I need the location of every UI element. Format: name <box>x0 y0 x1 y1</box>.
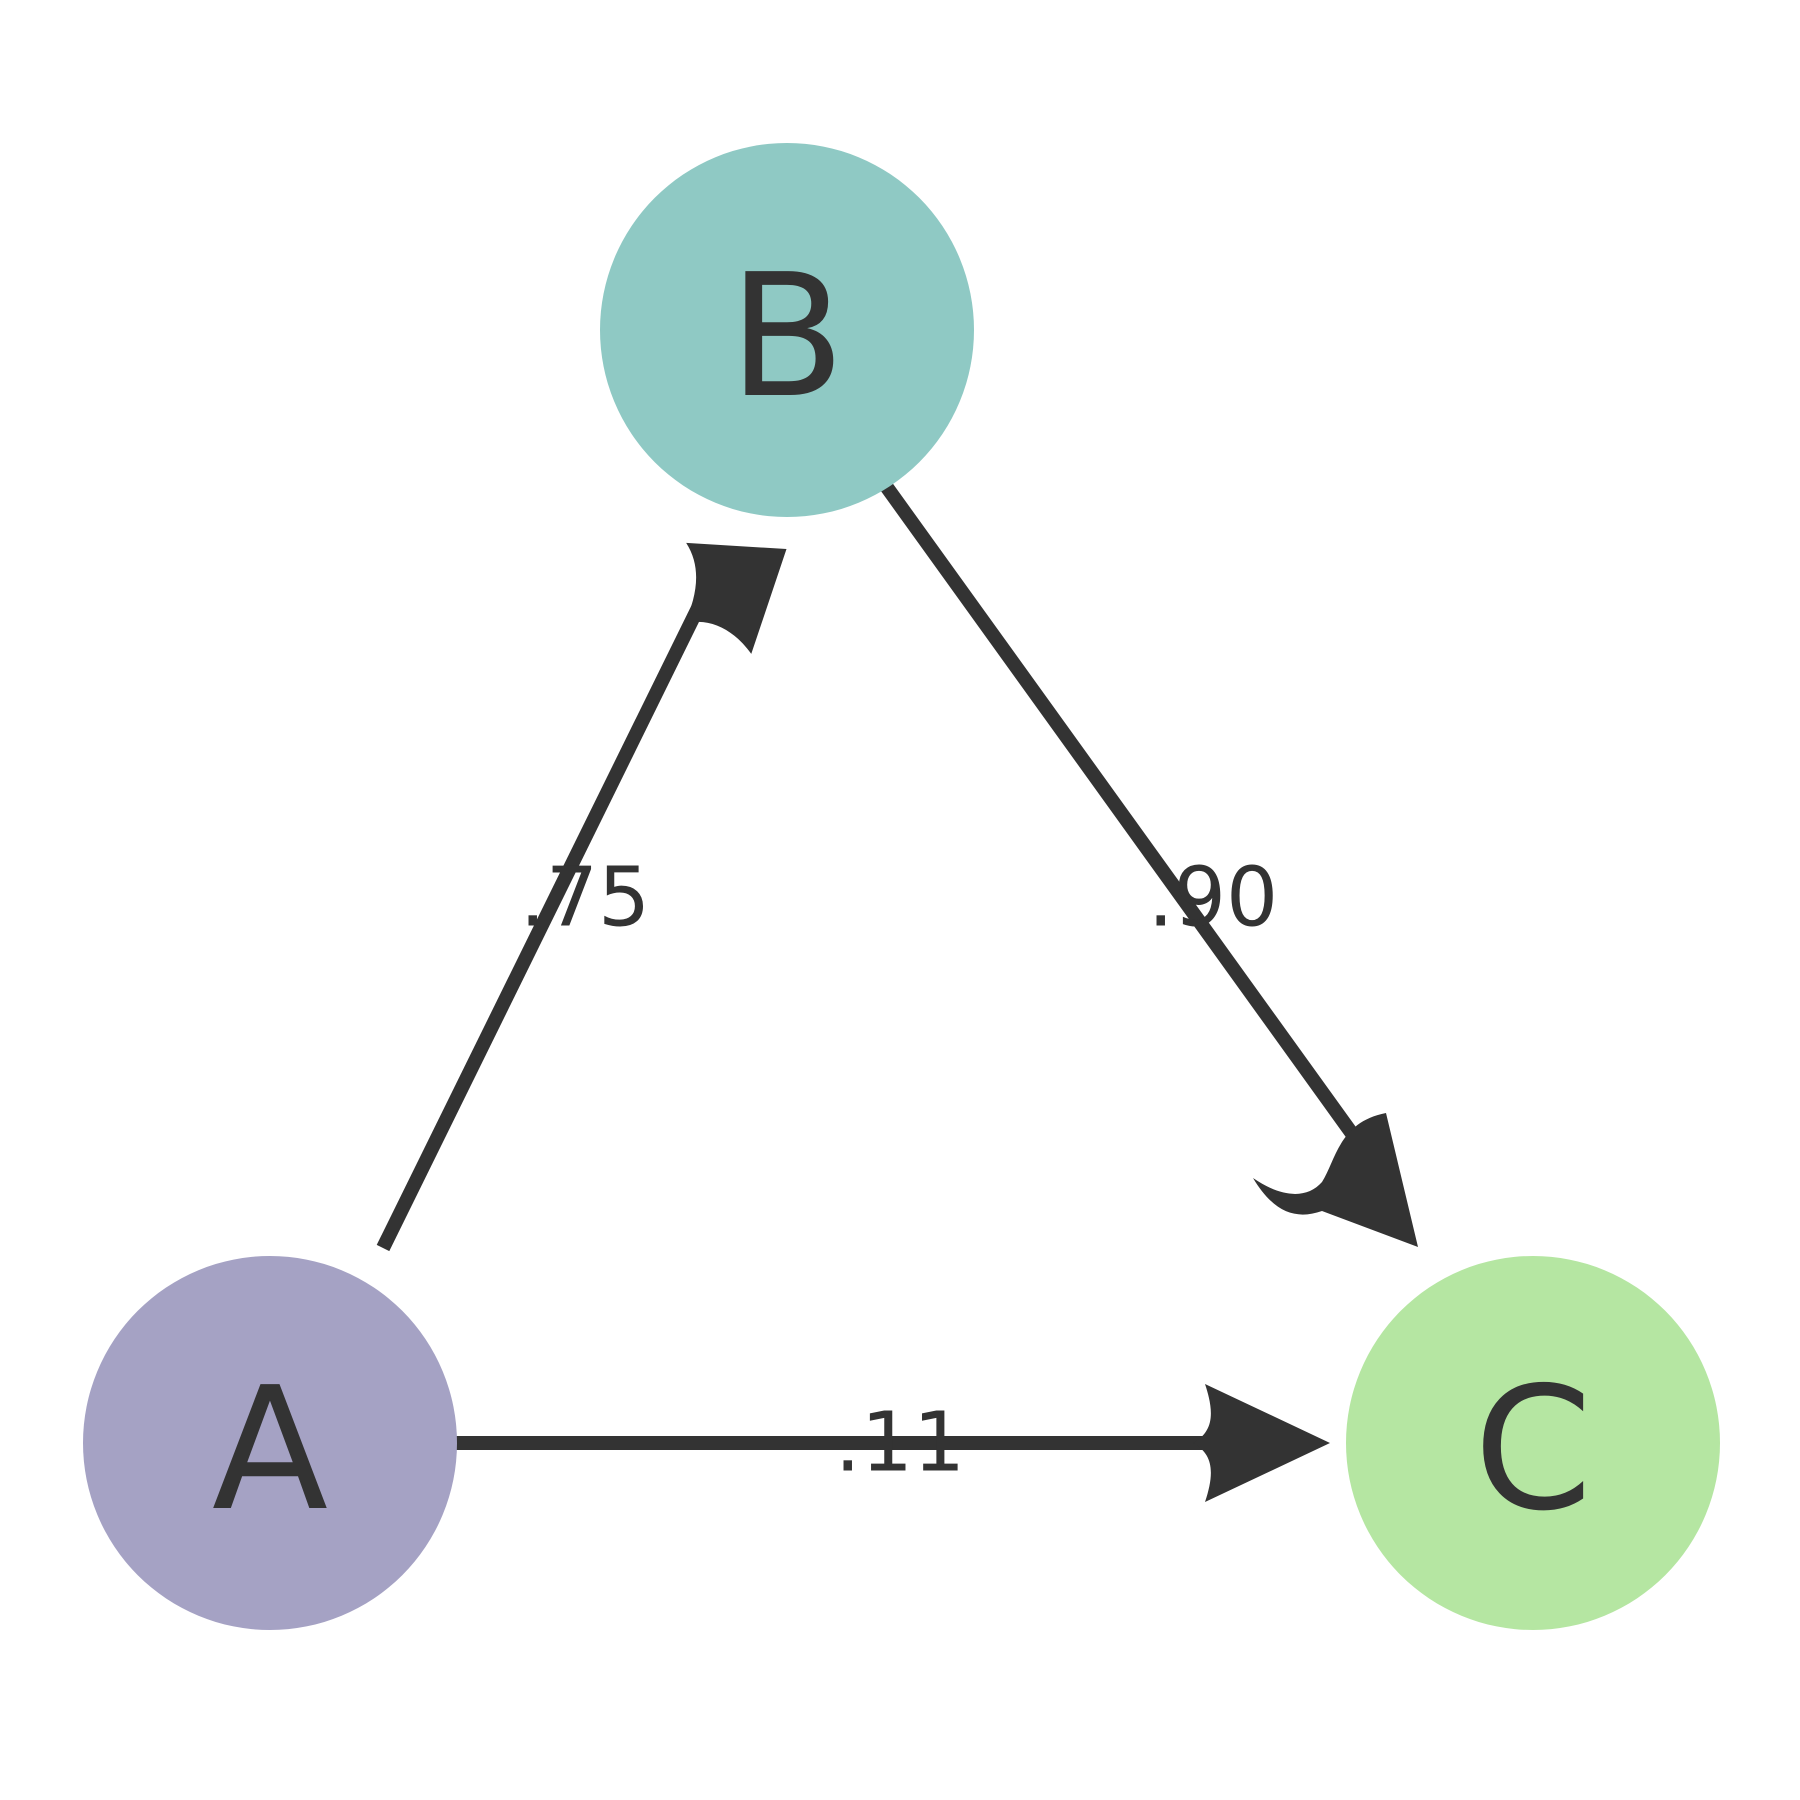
node-c-circle <box>1346 1256 1720 1630</box>
node-a[interactable]: A <box>83 1256 457 1630</box>
edge-label-a-to-b: .75 <box>520 851 650 946</box>
node-b[interactable]: B <box>600 143 974 517</box>
node-a-circle <box>83 1256 457 1630</box>
edge-label-b-to-c: .90 <box>1148 851 1278 946</box>
edge-a-to-c[interactable] <box>436 1384 1330 1502</box>
edge-a-to-b-line <box>376 600 707 1252</box>
edge-b-to-c[interactable] <box>872 470 1418 1247</box>
node-c-label: C <box>1474 1351 1593 1549</box>
node-a-label: A <box>212 1351 328 1549</box>
edge-a-to-c-head <box>1193 1384 1330 1502</box>
node-b-label: B <box>729 238 846 436</box>
node-b-circle <box>600 143 974 517</box>
edge-a-to-b-arrowhead <box>684 542 787 654</box>
edge-label-a-to-c: .11 <box>835 1396 965 1491</box>
node-c[interactable]: C <box>1346 1256 1720 1630</box>
edge-b-to-c-line <box>872 470 1359 1140</box>
edge-a-to-b[interactable] <box>376 514 800 1252</box>
edge-b-to-c-head <box>1253 1113 1418 1247</box>
